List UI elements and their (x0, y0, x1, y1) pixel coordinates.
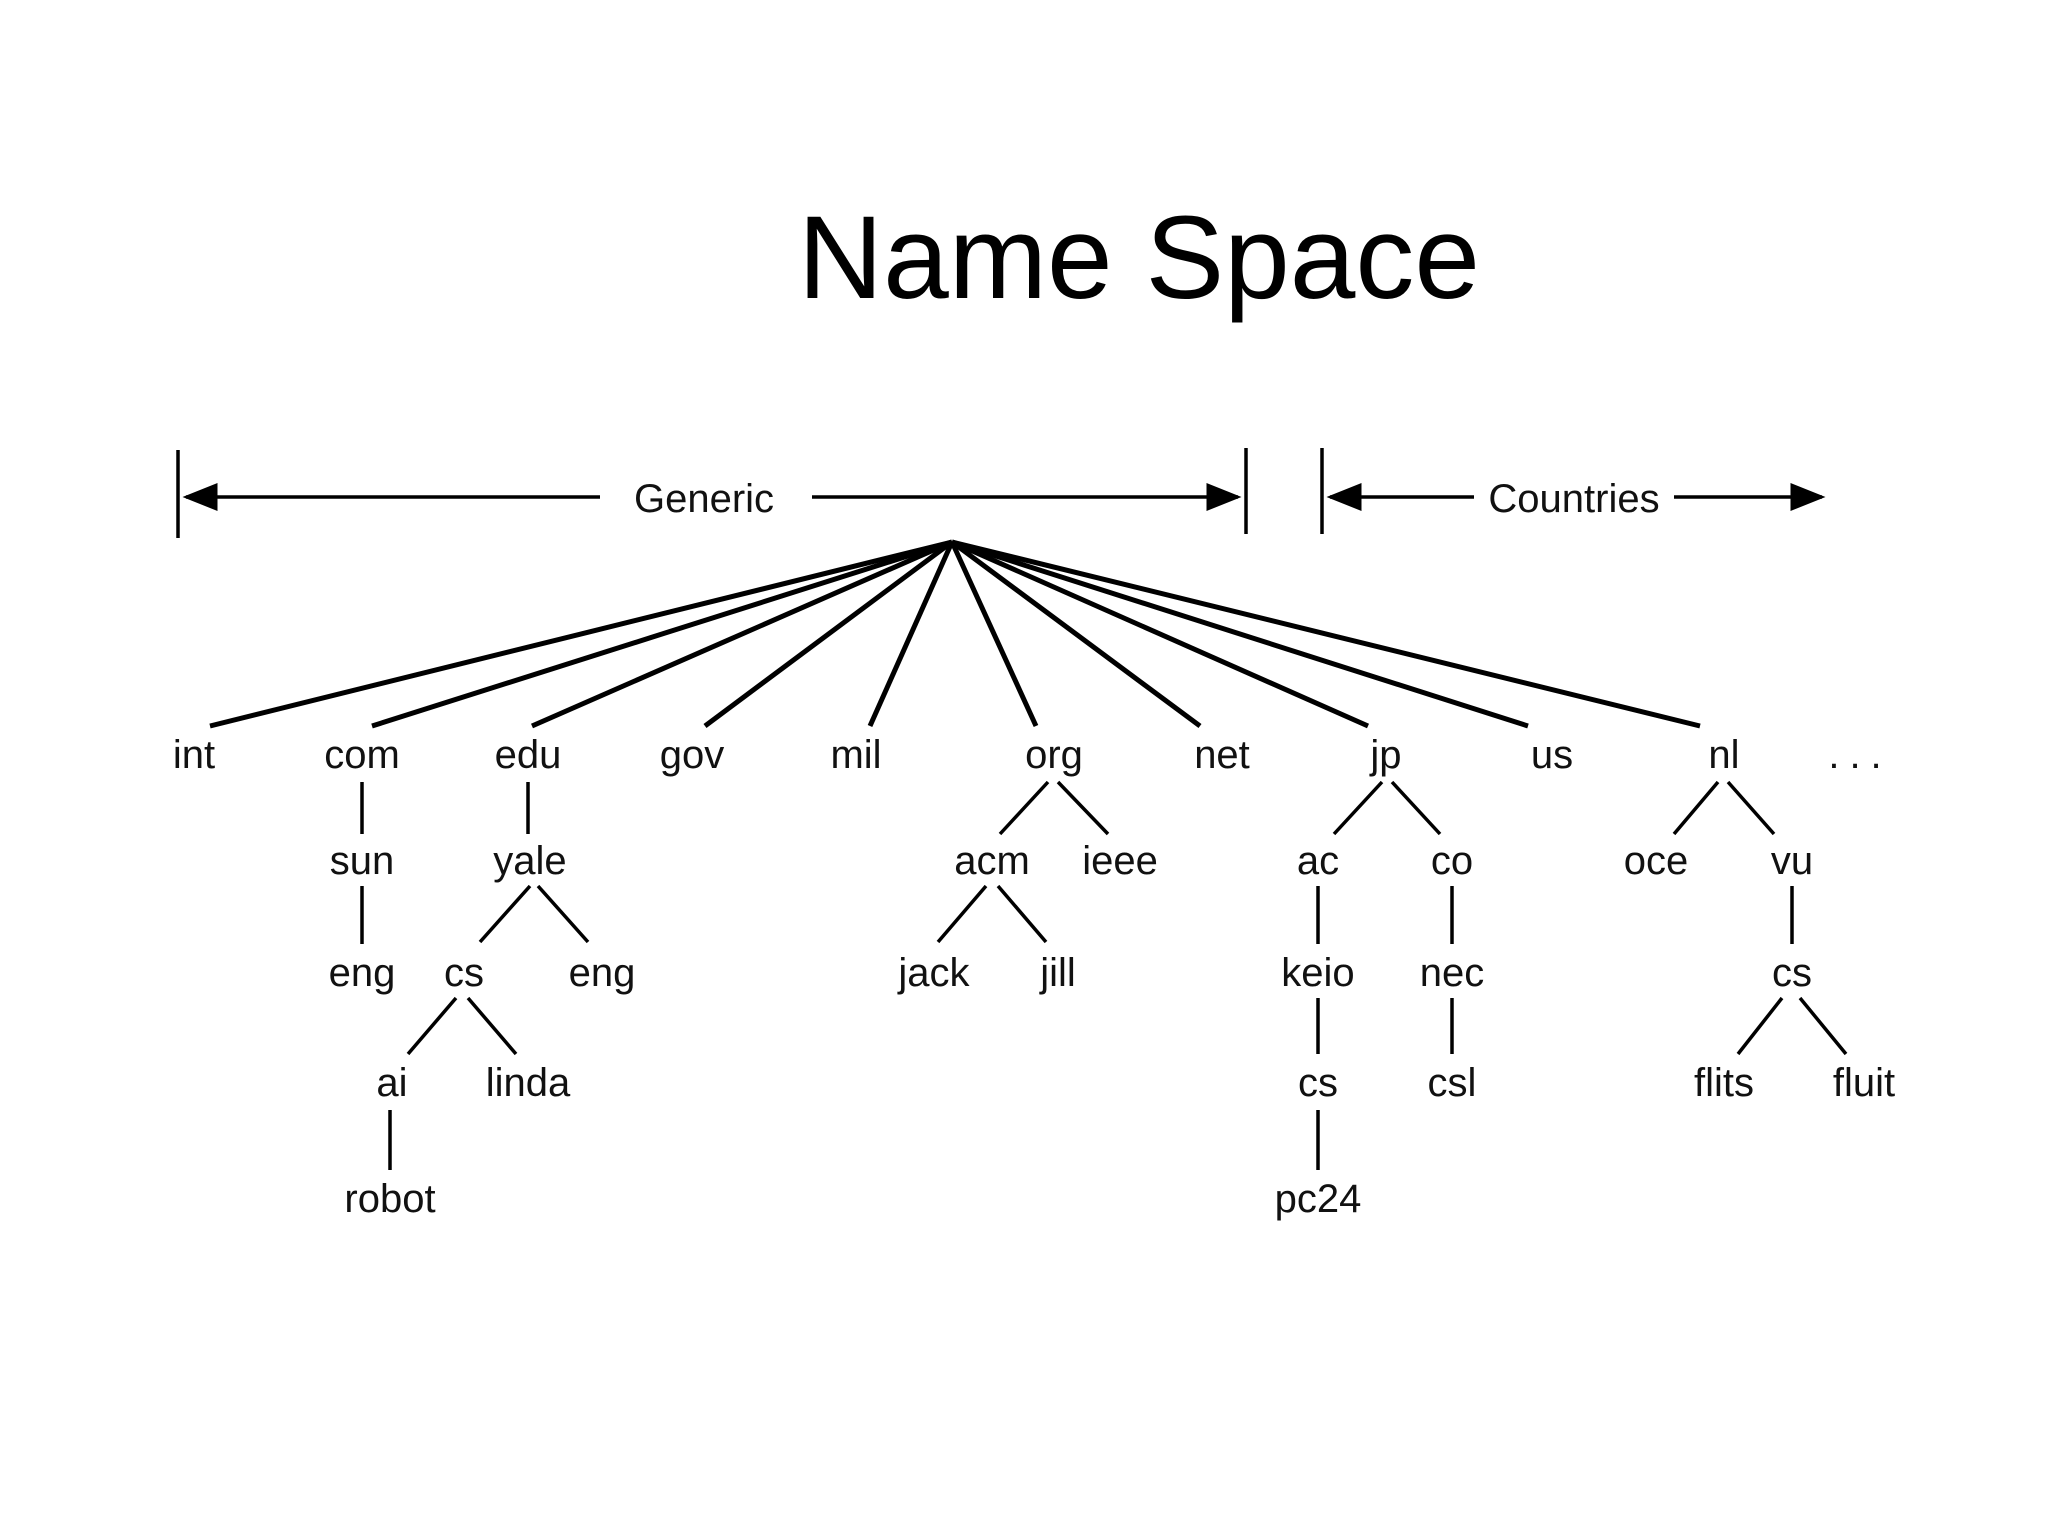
generic-label: Generic (634, 477, 774, 521)
edge-root-edu (530, 539, 954, 729)
node-gov: gov (660, 733, 725, 777)
node-edu-yale-eng: eng (569, 951, 636, 995)
node-nl-oce: oce (1624, 839, 1689, 883)
node-org-acm-jack: jack (897, 951, 970, 995)
node-jp-ac: ac (1297, 839, 1339, 883)
node-edu-yale-cs: cs (444, 951, 484, 995)
node-edu-yale: yale (493, 839, 566, 883)
edge-root-nl (951, 539, 1701, 729)
node-org-acm: acm (954, 839, 1030, 883)
node-jp: jp (1369, 733, 1401, 777)
node-nl-vu: vu (1771, 839, 1813, 883)
edge-root-com (371, 539, 953, 729)
node-org-ieee: ieee (1082, 839, 1158, 883)
node-jp-ac-keio-cs: cs (1298, 1061, 1338, 1105)
node-jp-ac-keio-cs-pc24: pc24 (1275, 1177, 1362, 1221)
edge-acm-jill (996, 884, 1048, 944)
node-edu-yale-cs-linda: linda (486, 1061, 571, 1105)
edge-org-acm (998, 780, 1050, 836)
edge-org-ieee (1056, 780, 1110, 836)
node-com-sun: sun (330, 839, 395, 883)
root-edges (209, 539, 1701, 729)
node-edu-yale-cs-ai-robot: robot (344, 1177, 435, 1221)
more-ellipsis: ... (1828, 733, 1891, 777)
node-nl-vu-cs: cs (1772, 951, 1812, 995)
node-nl: nl (1708, 733, 1739, 777)
edge-yale-eng (536, 884, 590, 944)
edge-root-org (949, 540, 1039, 728)
node-labels: int com edu gov mil org net jp us nl ...… (173, 733, 1895, 1221)
edge-cs-linda (466, 996, 518, 1056)
edge-cs-ai (406, 996, 458, 1056)
edge-jp-ac (1332, 780, 1384, 836)
node-jp-co-nec: nec (1420, 951, 1485, 995)
edge-jp-co (1390, 780, 1442, 836)
node-net: net (1194, 733, 1250, 777)
edge-nl-vu (1726, 780, 1776, 836)
edge-root-gov (703, 539, 954, 729)
edge-cs-flits (1736, 996, 1784, 1056)
countries-range-bracket: Countries (1320, 448, 1826, 534)
node-mil: mil (830, 733, 881, 777)
edge-acm-jack (936, 884, 988, 944)
node-us: us (1531, 733, 1573, 777)
edge-root-mil (867, 540, 955, 728)
edge-root-us (951, 539, 1529, 729)
edge-cs-fluit (1798, 996, 1848, 1056)
generic-range-bracket: Generic (176, 448, 1248, 538)
edge-nl-oce (1672, 780, 1720, 836)
node-jp-ac-keio: keio (1281, 951, 1354, 995)
node-org-acm-jill: jill (1039, 951, 1076, 995)
child-edges (360, 780, 1848, 1170)
node-com-sun-eng: eng (329, 951, 396, 995)
node-int: int (173, 733, 215, 777)
node-nl-vu-cs-fluit: fluit (1833, 1061, 1895, 1105)
node-edu: edu (495, 733, 562, 777)
countries-label: Countries (1488, 477, 1659, 521)
node-edu-yale-cs-ai: ai (376, 1061, 407, 1105)
node-org: org (1025, 733, 1083, 777)
slide-title: Name Space (797, 192, 1481, 324)
node-com: com (324, 733, 400, 777)
node-jp-co-nec-csl: csl (1428, 1061, 1477, 1105)
edge-root-int (209, 539, 953, 729)
edge-root-jp (950, 539, 1370, 729)
edge-root-net (950, 539, 1202, 729)
node-jp-co: co (1431, 839, 1473, 883)
node-nl-vu-cs-flits: flits (1694, 1061, 1754, 1105)
edge-yale-cs (478, 884, 532, 944)
